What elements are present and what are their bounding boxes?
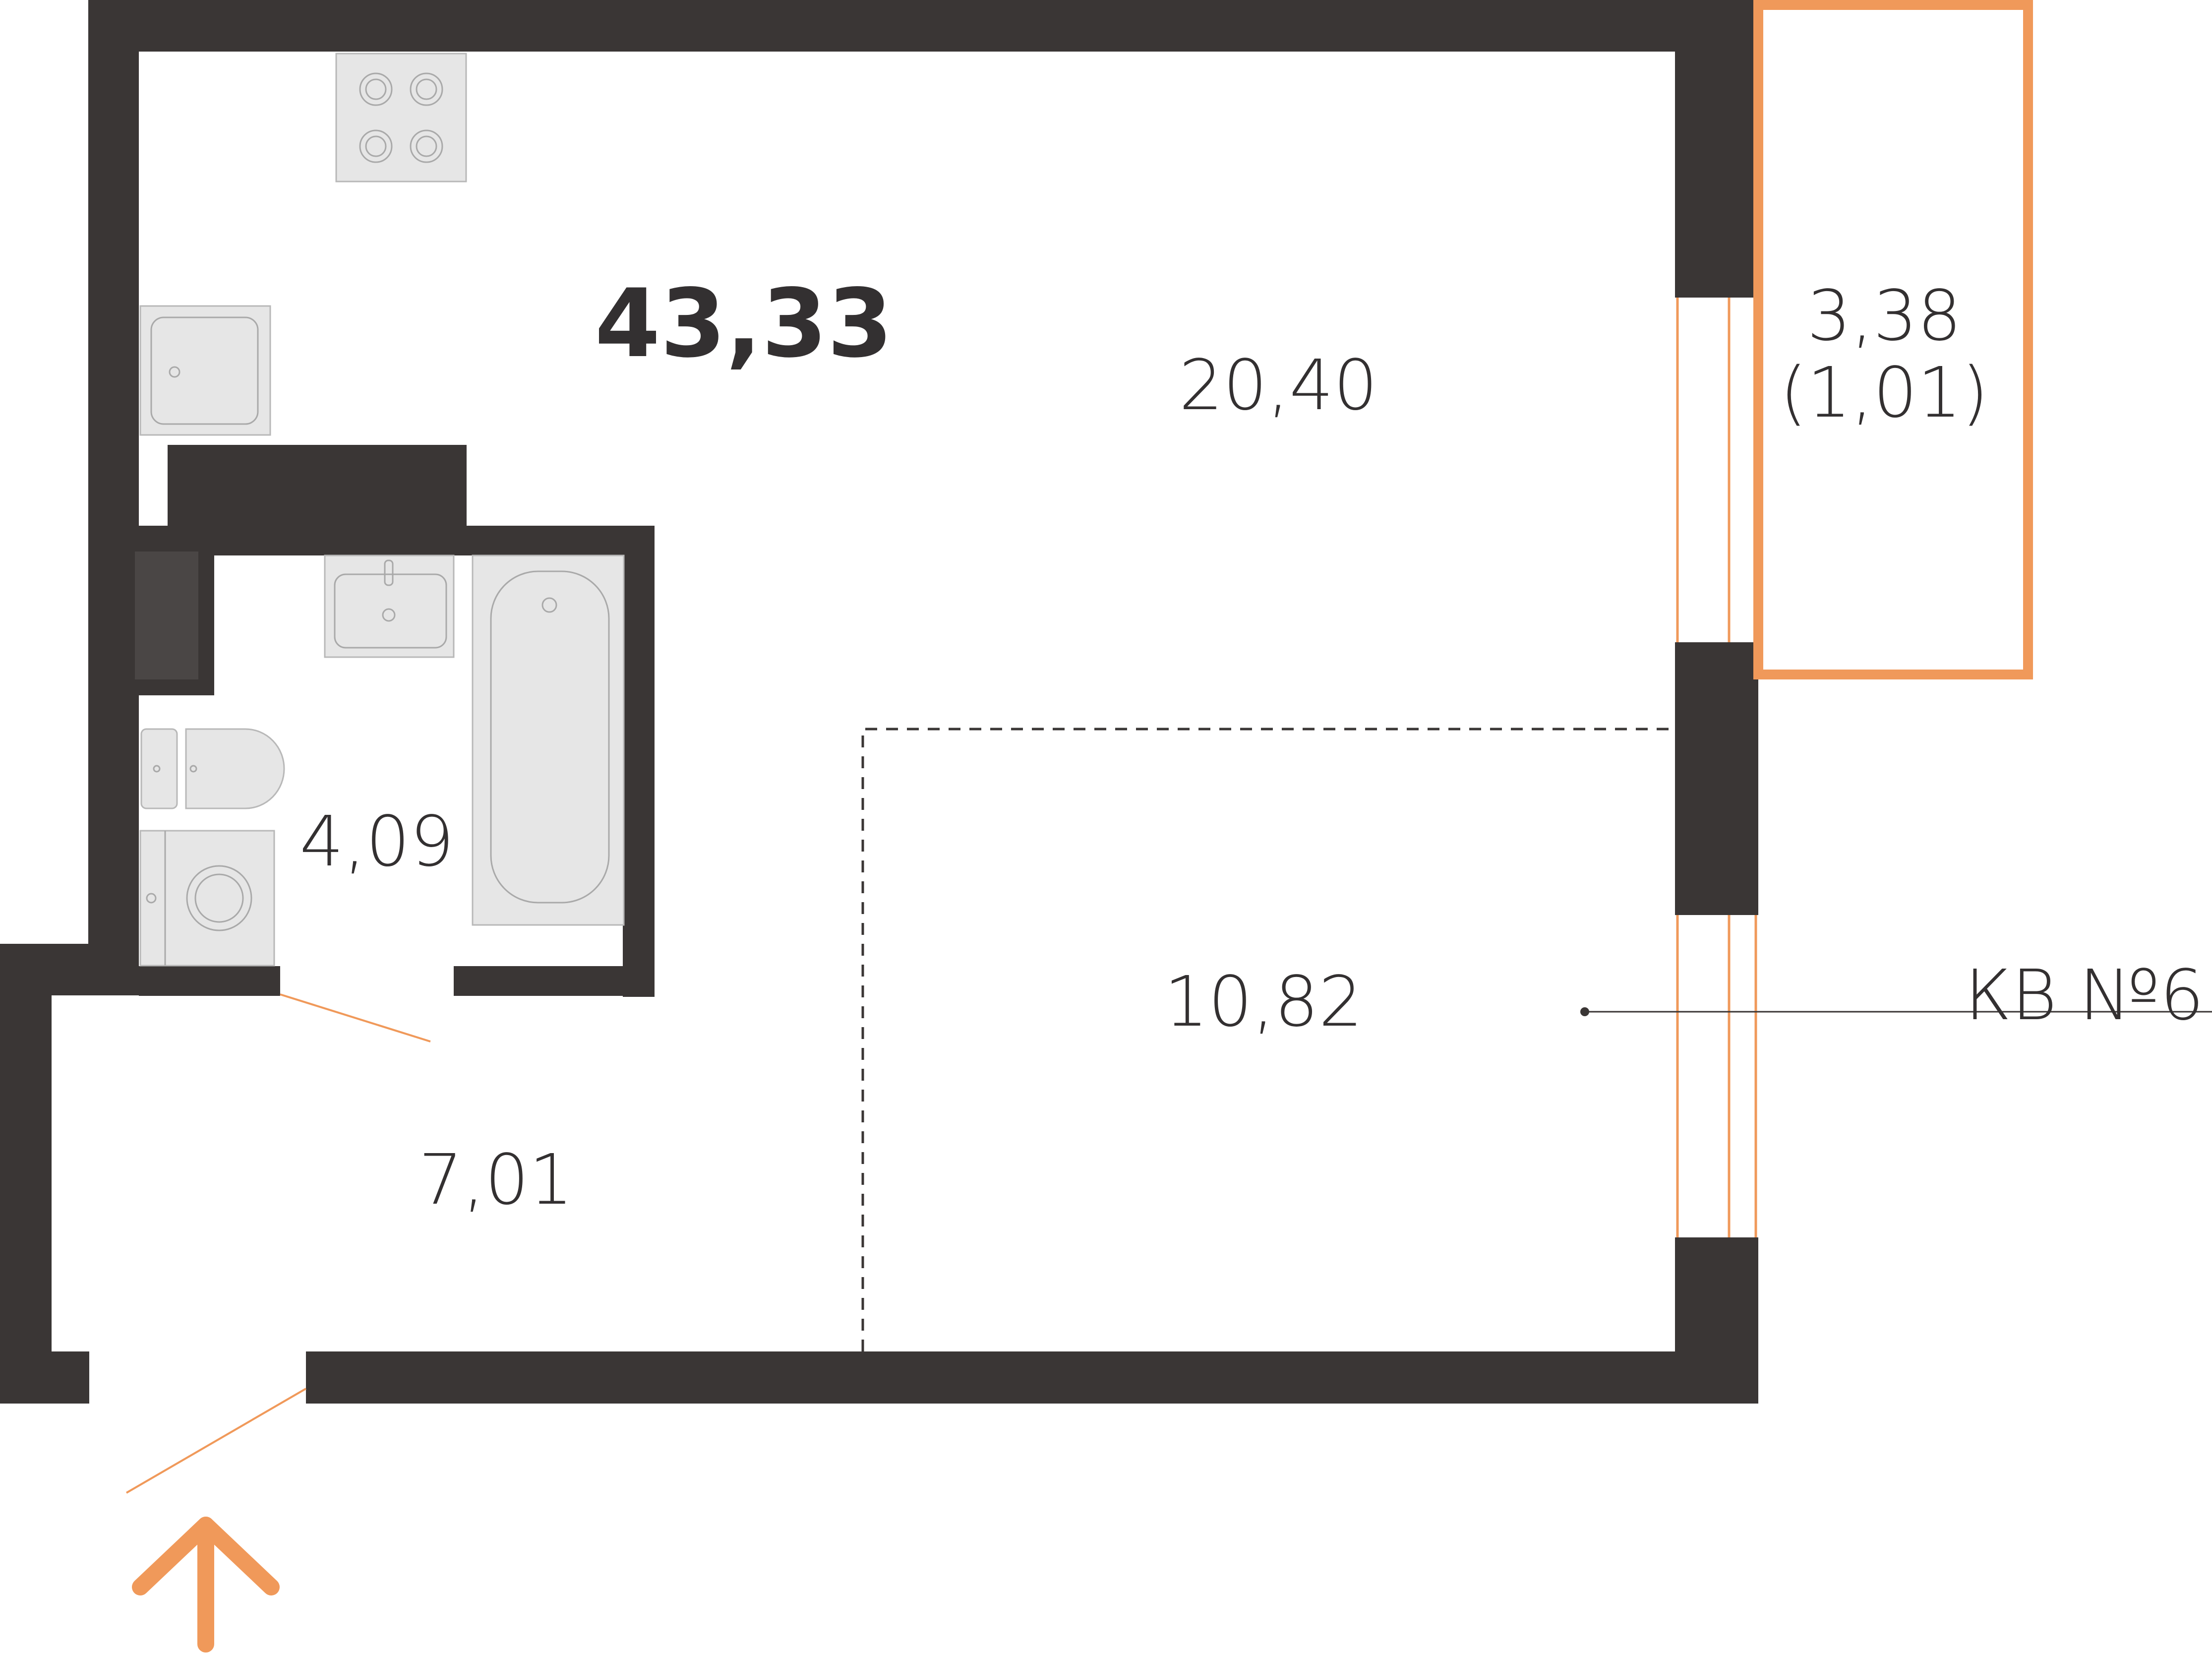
bathroom-sink-icon	[324, 554, 455, 658]
bath-shaft-inner	[135, 551, 198, 679]
sink-icon	[139, 305, 271, 436]
entrance-door-swing	[125, 1388, 307, 1494]
wall-right-mid	[1675, 642, 1758, 915]
room-area-bathroom: 4,09	[299, 801, 454, 882]
apartment-pointer-dot	[1580, 1007, 1589, 1016]
total-area: 43,33	[595, 269, 893, 378]
room-area-hallway: 7,01	[418, 1140, 573, 1221]
balcony-outline	[1753, 0, 2033, 679]
walls	[0, 0, 1758, 1404]
wall-top	[88, 0, 1758, 52]
stove-icon	[335, 53, 467, 183]
wall-right-upper	[1675, 0, 1758, 306]
wall-left	[88, 0, 139, 984]
bathroom-door-swing	[280, 993, 431, 1042]
wall-bottom-step	[306, 1351, 472, 1397]
washing-machine-icon	[139, 830, 275, 967]
balcony-reduced-area: (1,01)	[1780, 353, 1989, 433]
apartment-label: КВ №6	[1965, 955, 2204, 1036]
windows	[1675, 258, 1758, 1237]
balcony-area: 3,38	[1807, 276, 1962, 357]
entrance-arrow-icon	[132, 1517, 280, 1653]
bath-wall-right	[623, 526, 655, 997]
bath-wall-bottom-right	[454, 966, 655, 996]
wall-entry-left	[0, 944, 52, 1404]
bathtub-icon	[472, 554, 625, 926]
window-upper	[1675, 298, 1758, 642]
window-upper-top-block	[1675, 258, 1758, 298]
kitchen-counter	[168, 445, 467, 529]
toilet-icon	[140, 728, 285, 809]
wall-entry-top	[0, 944, 139, 995]
wall-bottom	[306, 1351, 1758, 1404]
room-area-living: 20,40	[1179, 345, 1378, 426]
window-lower	[1675, 915, 1758, 1237]
wall-entry-bottom	[0, 1351, 89, 1404]
room-area-zone: 10,82	[1164, 962, 1363, 1042]
bath-wall-bottom-left	[139, 966, 280, 996]
bath-wall-top	[139, 526, 655, 555]
